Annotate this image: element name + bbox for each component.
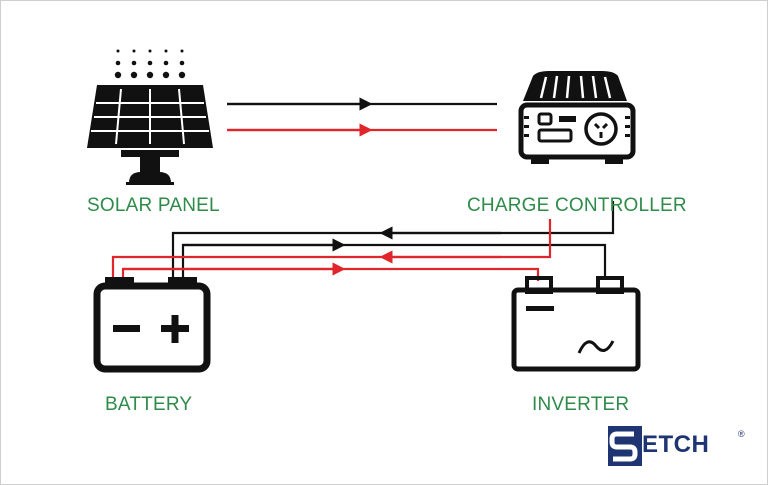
setech-logo-icon (608, 426, 642, 466)
battery-icon (93, 277, 211, 373)
charge-controller-icon (518, 71, 636, 164)
battery-label: BATTERY (105, 394, 193, 415)
battery-inverter-wires (111, 201, 615, 281)
logo-text: ETCH (642, 431, 710, 458)
solar-panel-label: SOLAR PANEL (87, 195, 220, 216)
inverter-label: INVERTER (532, 394, 630, 415)
logo-registered-mark: ® (738, 429, 745, 439)
inverter-icon (511, 276, 641, 372)
charge-controller-label: CHARGE CONTROLLER (467, 195, 687, 216)
solar-to-controller-wires (227, 97, 497, 137)
solar-panel-icon (87, 49, 213, 185)
